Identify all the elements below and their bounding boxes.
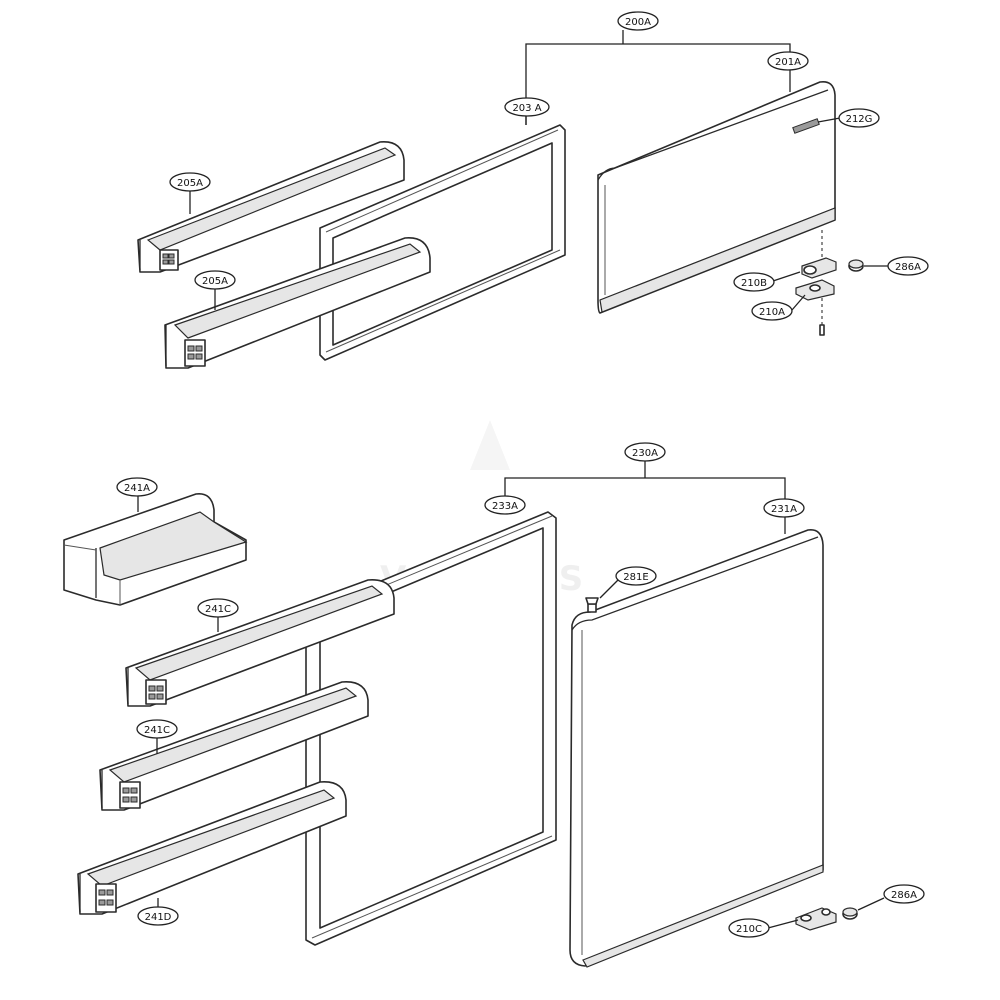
svg-text:210A: 210A <box>759 307 785 318</box>
callout-205A-bottom: 205A <box>194 270 236 290</box>
callout-230A: 230A <box>624 442 666 462</box>
callout-201A: 201A <box>767 51 809 71</box>
door-shelf-205A-top <box>137 141 405 273</box>
door-shelf-241C-bottom <box>99 681 369 811</box>
callout-210A: 210A <box>751 301 793 321</box>
door-bin-241A <box>63 493 248 606</box>
hinge-parts-bottom <box>795 907 858 931</box>
callout-210B: 210B <box>733 272 775 292</box>
svg-text:205A: 205A <box>202 276 228 287</box>
callout-281E: 281E <box>615 566 657 586</box>
svg-text:230A: 230A <box>632 448 658 459</box>
svg-text:241C: 241C <box>144 725 170 736</box>
svg-text:286A: 286A <box>895 262 921 273</box>
callout-241C-bottom: 241C <box>136 719 178 739</box>
svg-text:233A: 233A <box>492 501 518 512</box>
svg-text:241A: 241A <box>124 483 150 494</box>
door-shelf-241C-top <box>125 579 395 707</box>
callout-210C: 210C <box>728 918 770 938</box>
hinge-parts-top <box>795 230 864 336</box>
door-shelf-205A-bottom <box>164 237 431 369</box>
svg-text:231A: 231A <box>771 504 797 515</box>
refrigerator-door-231A <box>569 528 824 968</box>
callout-233A: 233A <box>484 495 526 515</box>
svg-text:201A: 201A <box>775 57 801 68</box>
svg-text:210B: 210B <box>741 278 767 289</box>
svg-text:212G: 212G <box>846 114 873 125</box>
svg-text:241D: 241D <box>145 912 172 923</box>
door-shelf-241D <box>77 781 347 915</box>
leader-lines <box>137 30 888 929</box>
callout-231A: 231A <box>763 498 805 518</box>
svg-text:200A: 200A <box>625 17 651 28</box>
svg-text:210C: 210C <box>736 924 762 935</box>
callout-241D: 241D <box>137 906 179 926</box>
callout-205A-top: 205A <box>169 172 211 192</box>
svg-text:205A: 205A <box>177 178 203 189</box>
svg-text:281E: 281E <box>623 572 648 583</box>
callout-286A-top: 286A <box>887 256 929 276</box>
svg-text:241C: 241C <box>205 604 231 615</box>
callout-203A: 203 A <box>504 97 550 117</box>
refrigerator-gasket-233A <box>305 511 557 946</box>
svg-text:203 A: 203 A <box>512 103 541 114</box>
callout-200A: 200A <box>617 11 659 31</box>
freezer-door-201A <box>597 80 836 314</box>
callout-286A-bottom: 286A <box>883 884 925 904</box>
callout-212G: 212G <box>838 108 880 128</box>
callout-241A: 241A <box>116 477 158 497</box>
svg-text:286A: 286A <box>891 890 917 901</box>
callouts: 200A 201A 203 A 212G 205A 205A 210B 210 <box>116 11 929 938</box>
callout-241C-top: 241C <box>197 598 239 618</box>
door-stopper-281E <box>585 597 599 613</box>
